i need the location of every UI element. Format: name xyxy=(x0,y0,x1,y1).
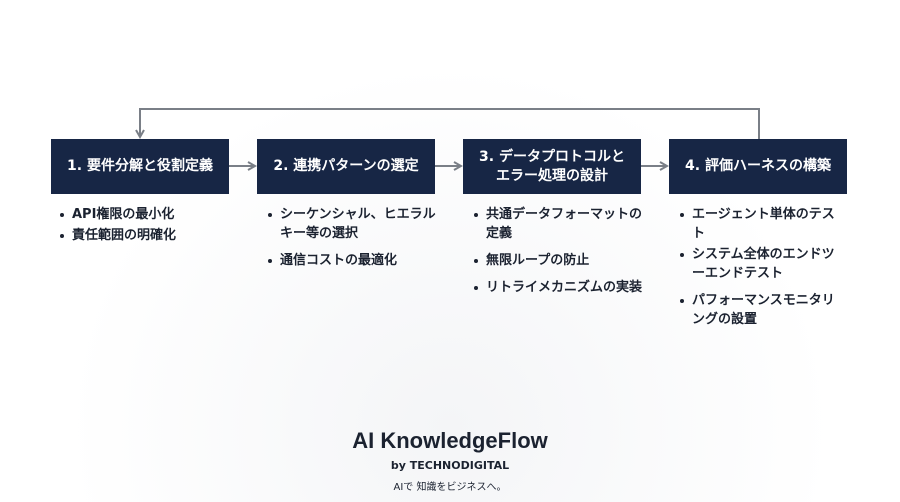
bullet-item: 責任範囲の明確化 xyxy=(56,226,231,245)
step-4-box: 4. 評価ハーネスの構築 xyxy=(669,139,847,194)
step-4-bullets: エージェント単体のテスト システム全体のエンドツーエンドテスト パフォーマンスモ… xyxy=(676,205,844,331)
brand-tagline: AIで 知識をビジネスへ。 xyxy=(393,482,507,493)
bullet-item: 通信コストの最適化 xyxy=(264,251,436,270)
step-3-box: 3. データプロトコルと エラー処理の設計 xyxy=(463,139,641,194)
feedback-loop-arrow xyxy=(140,108,760,139)
step-2-box: 2. 連携パターンの選定 xyxy=(257,139,435,194)
bullet-item: システム全体のエンドツーエンドテスト xyxy=(676,245,844,283)
bullet-item: 共通データフォーマットの定義 xyxy=(470,205,642,243)
step-3-bullets: 共通データフォーマットの定義 無限ループの防止 リトライメカニズムの実装 xyxy=(470,205,642,299)
step-2-bullets: シーケンシャル、ヒエラルキー等の選択 通信コストの最適化 xyxy=(264,205,436,272)
bullet-item: リトライメカニズムの実装 xyxy=(470,278,642,297)
bullet-item: パフォーマンスモニタリングの設置 xyxy=(676,291,844,329)
bullet-item: API権限の最小化 xyxy=(56,205,231,224)
bullet-item: シーケンシャル、ヒエラルキー等の選択 xyxy=(264,205,436,243)
brand-logo-text: AI KnowledgeFlow xyxy=(352,428,548,453)
bullet-item: エージェント単体のテスト xyxy=(676,205,844,243)
brand-byline: by TECHNODIGITAL xyxy=(390,459,510,472)
step-1-bullets: API権限の最小化 責任範囲の明確化 xyxy=(56,205,231,247)
bullet-item: 無限ループの防止 xyxy=(470,251,642,270)
step-1-box: 1. 要件分解と役割定義 xyxy=(51,139,229,194)
